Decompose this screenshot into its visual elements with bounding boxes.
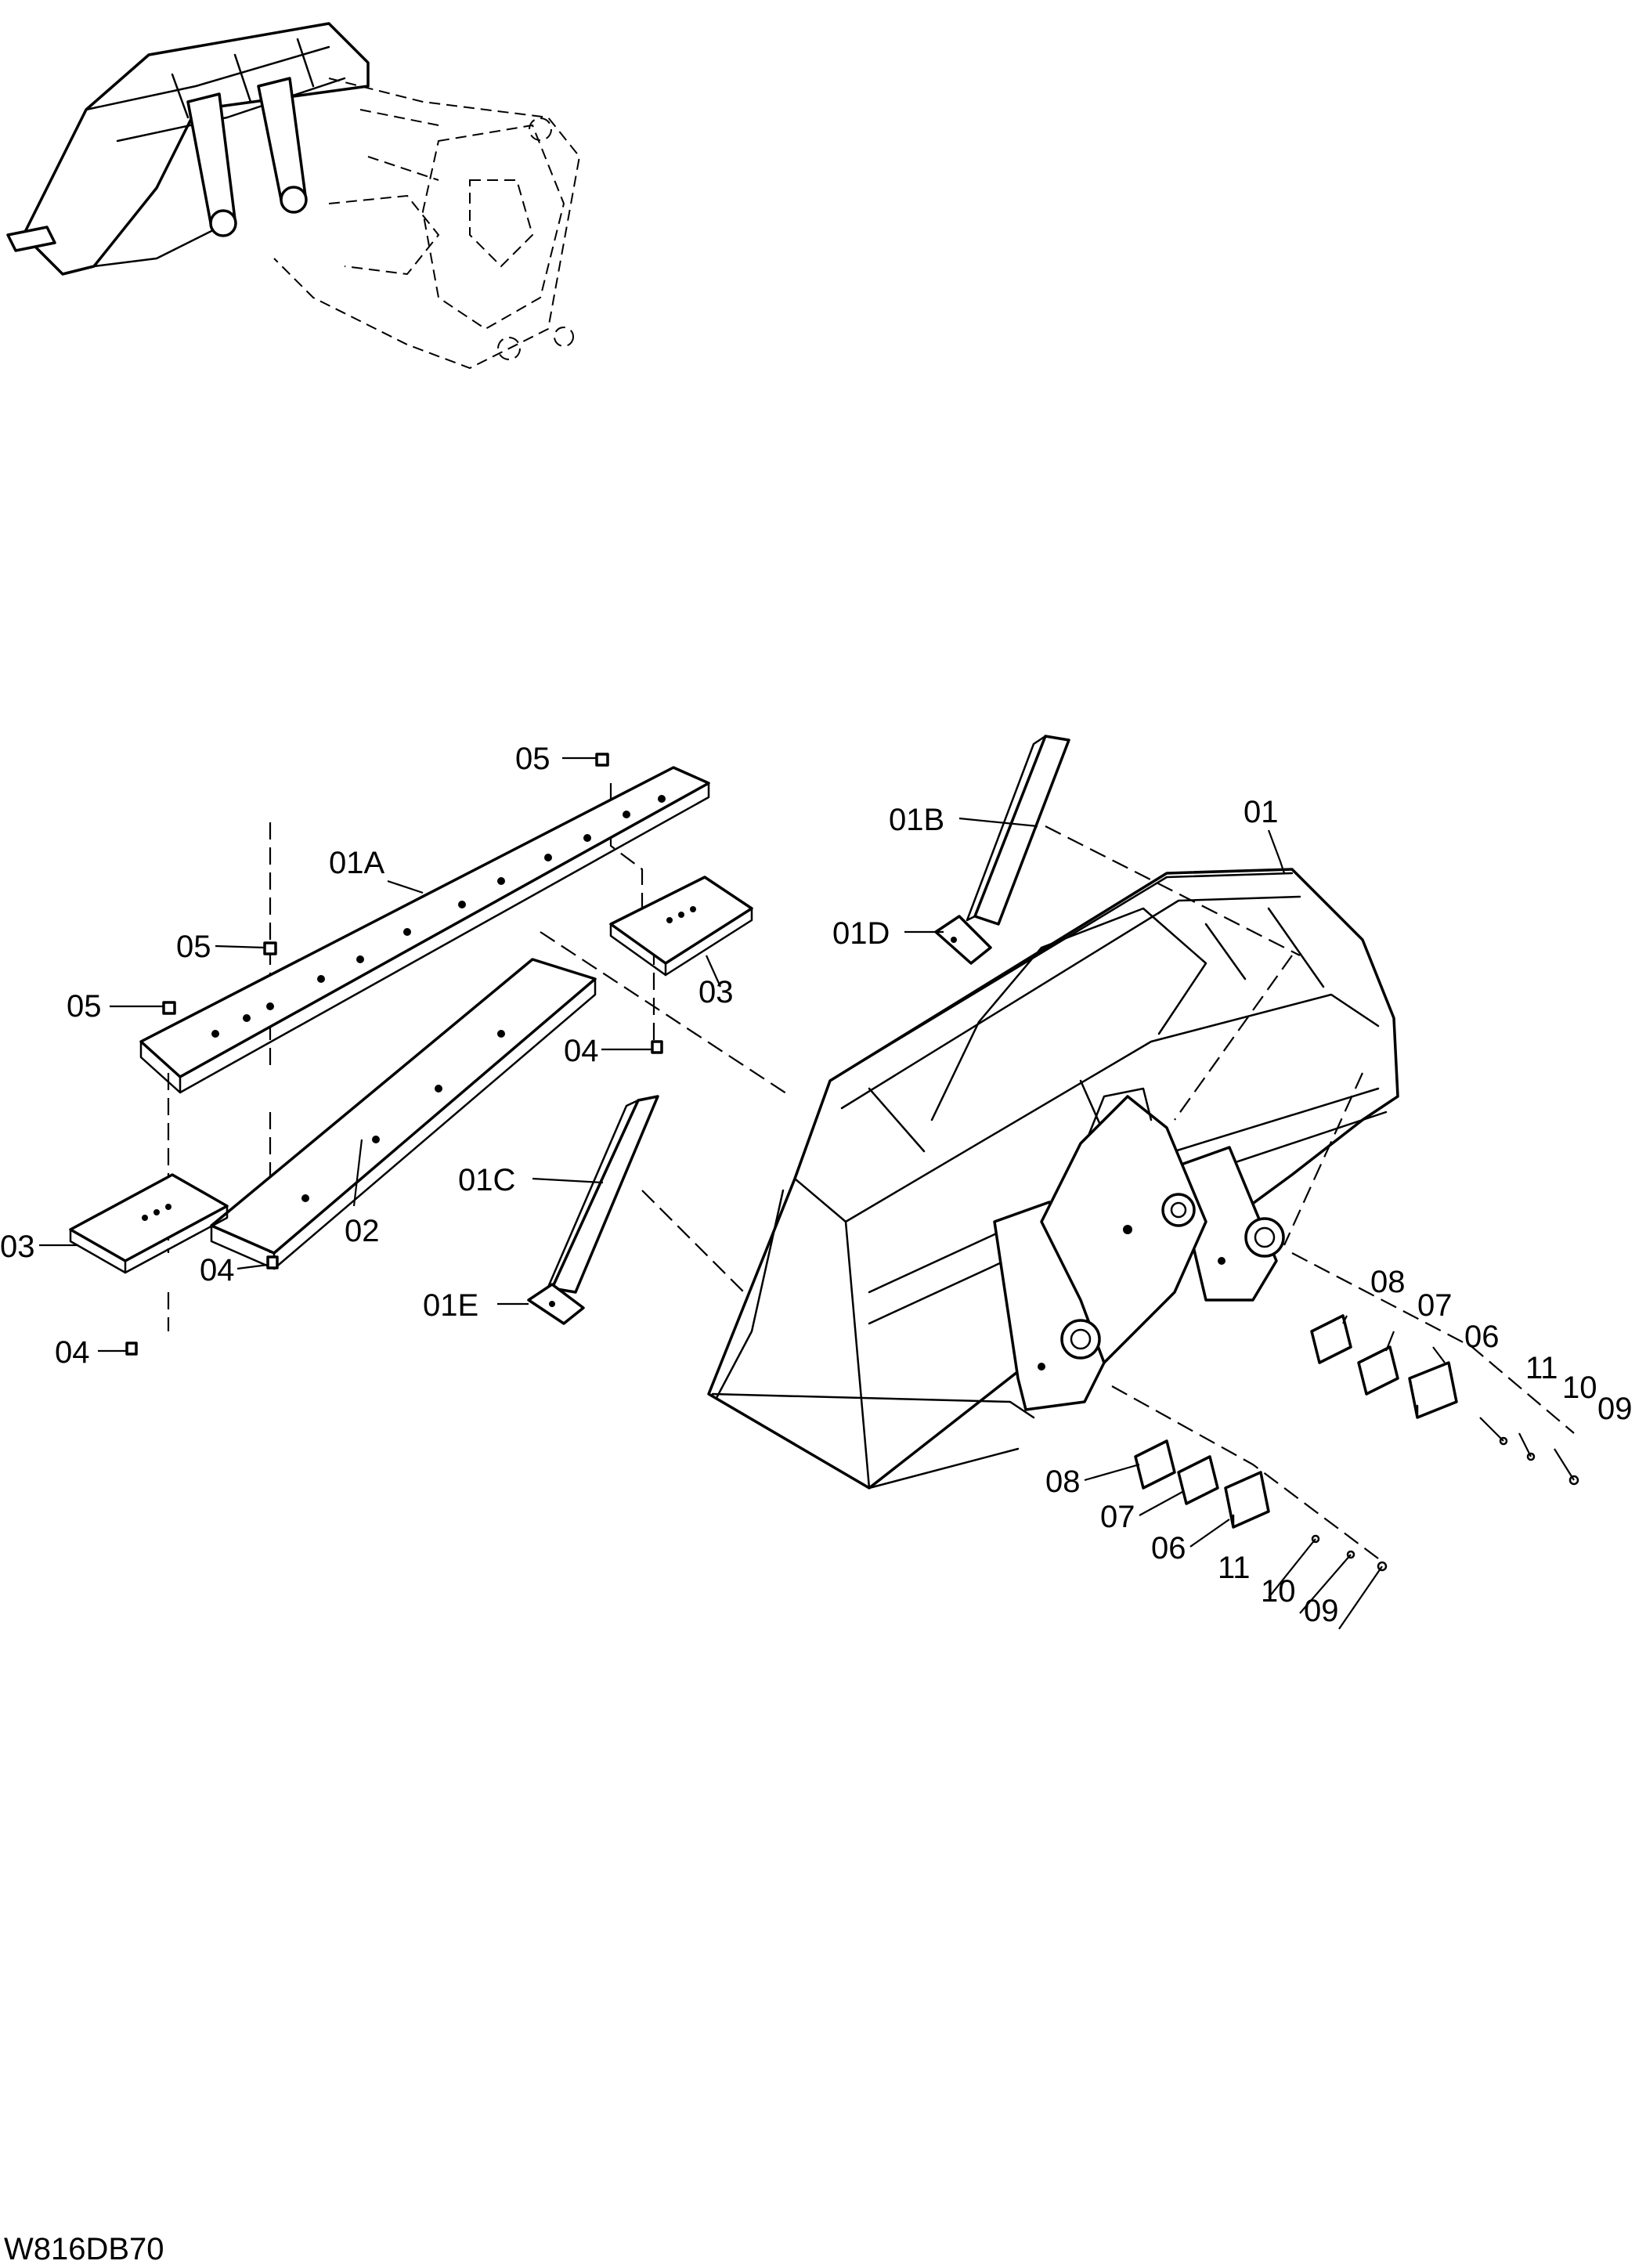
label-08-right: 08	[1370, 1265, 1406, 1299]
label-03-right: 03	[698, 975, 734, 1009]
label-05-left: 05	[67, 989, 102, 1024]
label-05-top: 05	[515, 742, 550, 776]
label-11-lower: 11	[1218, 1551, 1251, 1585]
bucket-part-01	[707, 868, 1399, 1490]
label-05-mid: 05	[176, 930, 211, 964]
cutting-edge-01A	[139, 766, 710, 1094]
side-strip-01C	[543, 1095, 659, 1298]
shims-lower	[1134, 1439, 1388, 1572]
label-11-right: 11	[1525, 1351, 1558, 1385]
overview-inset	[6, 22, 581, 370]
label-01: 01	[1244, 795, 1279, 829]
label-04-mid: 04	[200, 1253, 235, 1287]
label-07-lower: 07	[1100, 1500, 1135, 1534]
label-09-lower: 09	[1304, 1594, 1339, 1628]
label-04-top: 04	[564, 1034, 599, 1068]
corner-piece-03-left	[69, 1173, 229, 1274]
label-07-right: 07	[1417, 1288, 1453, 1323]
label-01A: 01A	[329, 846, 384, 880]
label-01D: 01D	[832, 916, 890, 951]
label-06-right: 06	[1464, 1320, 1500, 1354]
corner-piece-03-right	[609, 876, 753, 977]
bolts-04	[125, 1040, 663, 1356]
label-01E: 01E	[423, 1288, 478, 1323]
nuts-05	[162, 753, 609, 1015]
label-10-right: 10	[1562, 1371, 1597, 1405]
shims-right	[1310, 1314, 1579, 1486]
label-08-lower: 08	[1045, 1464, 1081, 1499]
drawing-code: W816DB70	[4, 2232, 164, 2266]
label-06-lower: 06	[1151, 1531, 1186, 1566]
label-03-left: 03	[0, 1230, 35, 1264]
side-strip-01B	[966, 735, 1070, 926]
gusset-01E	[527, 1283, 585, 1325]
label-04-bottom: 04	[55, 1335, 90, 1370]
label-09-right: 09	[1597, 1392, 1633, 1426]
label-10-lower: 10	[1261, 1574, 1296, 1609]
label-02: 02	[345, 1214, 380, 1248]
gusset-01D	[934, 915, 992, 965]
part-labels: 01 01A 01B 01D 01C 01E 02 03 03 04 04 04…	[0, 742, 1633, 1628]
label-01C: 01C	[458, 1163, 515, 1197]
leader-lines	[39, 757, 1575, 1630]
label-01B: 01B	[889, 803, 944, 837]
